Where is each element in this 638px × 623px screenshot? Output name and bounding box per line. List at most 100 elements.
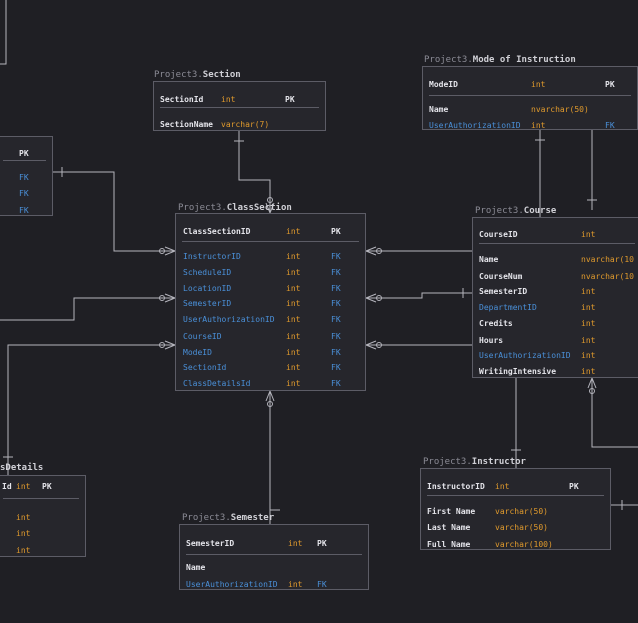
column-row[interactable]: FK <box>0 204 52 218</box>
column-type: nvarchar(10 <box>581 255 634 264</box>
column-row[interactable]: WritingIntensive int <box>473 365 638 379</box>
column-name: Last Name <box>427 523 471 532</box>
crowfoot-symbol <box>164 293 176 303</box>
column-name: LocationID <box>183 284 232 293</box>
column-row[interactable]: FK <box>0 187 52 201</box>
table-divider <box>429 95 631 96</box>
schema-prefix: Project3. <box>178 203 227 213</box>
column-type: int <box>286 268 301 277</box>
crowfoot-symbol <box>365 293 377 303</box>
crowfoot-symbol <box>265 390 275 402</box>
column-key: FK <box>605 121 615 130</box>
column-type: int <box>581 319 596 328</box>
column-name: DepartmentID <box>479 303 537 312</box>
column-row[interactable]: Name <box>180 561 368 575</box>
column-row[interactable]: PK <box>0 147 52 161</box>
table-left-partial[interactable]: PK FK FK FK <box>0 136 53 216</box>
column-row[interactable]: FK <box>0 171 52 185</box>
column-type: int <box>581 303 596 312</box>
column-type: int <box>16 513 31 522</box>
table-divider <box>3 498 79 499</box>
table-name: Mode of Instruction <box>472 55 576 65</box>
table-divider <box>186 554 362 555</box>
column-row[interactable]: DepartmentID int <box>473 301 638 315</box>
column-type: nvarchar(10 <box>581 272 634 281</box>
column-type: int <box>581 367 596 376</box>
column-row[interactable]: int <box>0 511 85 525</box>
optional-circle <box>376 248 382 254</box>
column-row[interactable]: ModeID int PK <box>423 78 637 92</box>
column-name: CourseID <box>183 332 222 341</box>
column-name: UserAuthorizationID <box>429 121 521 130</box>
column-name: UserAuthorizationID <box>186 580 278 589</box>
column-name: Id <box>2 482 12 491</box>
table-title-classdetails: sDetails <box>0 463 43 473</box>
table-divider <box>182 241 359 242</box>
column-row[interactable]: int <box>0 544 85 558</box>
column-row[interactable]: int <box>0 527 85 541</box>
line-left-semester <box>0 297 175 321</box>
column-type: int <box>16 546 31 555</box>
column-type: int <box>286 227 301 236</box>
column-type: int <box>286 348 301 357</box>
column-type: int <box>16 529 31 538</box>
table-name: Semester <box>230 513 275 523</box>
column-name: UserAuthorizationID <box>479 351 571 360</box>
column-row[interactable]: Name nvarchar(10 <box>473 253 638 267</box>
column-name: ClassSectionID <box>183 227 251 236</box>
column-type: int <box>531 80 546 89</box>
column-type: int <box>286 284 301 293</box>
column-key: PK <box>605 80 615 89</box>
schema-prefix: Project3. <box>424 55 473 65</box>
column-key: FK <box>331 268 341 277</box>
column-key: FK <box>331 379 341 388</box>
column-name: Name <box>479 255 499 264</box>
column-name: First Name <box>427 507 476 516</box>
column-name: ModeID <box>429 80 458 89</box>
table-title-mode-of-instruction: Project3.Mode of Instruction <box>424 55 576 65</box>
column-type: int <box>286 315 301 324</box>
optional-circle <box>159 295 165 301</box>
table-title-semester: Project3.Semester <box>182 513 274 523</box>
column-key: FK <box>19 206 29 215</box>
column-name: WritingIntensive <box>479 367 557 376</box>
column-name: Name <box>429 105 449 114</box>
column-type: int <box>286 299 301 308</box>
column-name: InstructorID <box>427 482 485 491</box>
